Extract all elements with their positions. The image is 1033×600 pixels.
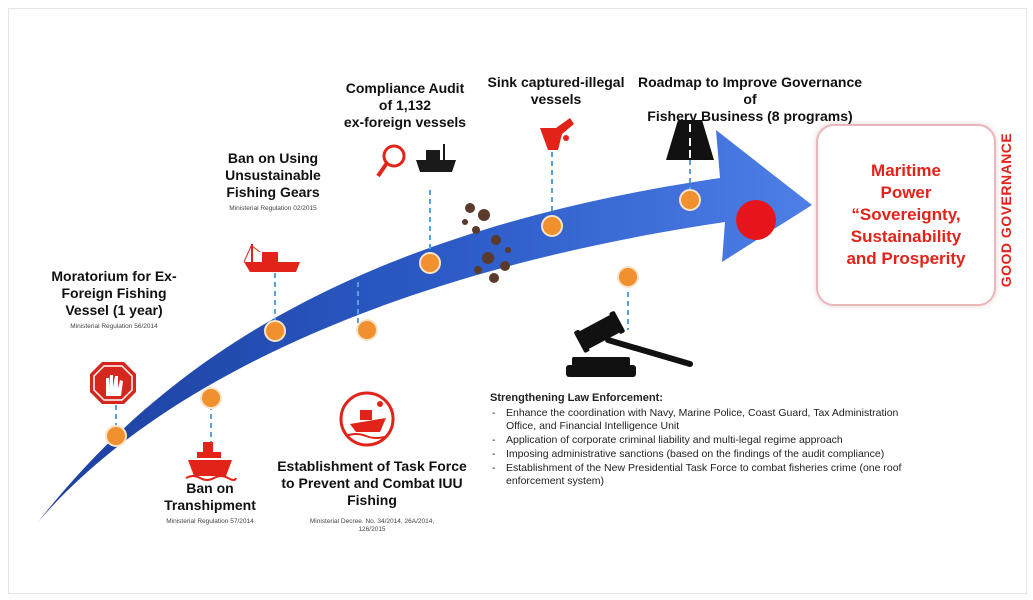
connector-lines — [115, 152, 691, 444]
sink-line-2: vessels — [530, 91, 582, 107]
gavel-icon — [566, 311, 693, 377]
moratorium-label: Moratorium for Ex- Foreign Fishing Vesse… — [48, 268, 180, 319]
audit-line-1: Compliance Audit — [345, 80, 465, 96]
audit-line-2: of 1,132 — [378, 97, 432, 113]
moratorium-line-2: Foreign Fishing — [61, 285, 167, 301]
task-force-label: Establishment of Task Force to Prevent a… — [272, 458, 472, 509]
task-force-regulation-line-1: Ministerial Decree. No. 34/2014, 26A/201… — [309, 518, 435, 525]
roadmap-label: Roadmap to Improve Governance of Fishery… — [630, 74, 870, 125]
audit-line-3: ex-foreign vessels — [343, 114, 467, 130]
fishing-gears-line-2: Unsustainable — [225, 167, 321, 183]
goal-line-4: Sustainability — [850, 227, 962, 246]
task-force-line-3: Fishing — [347, 492, 397, 508]
fishing-gears-line-1: Ban on Using — [227, 150, 319, 166]
law-enforcement-item: Enhance the coordination with Navy, Mari… — [490, 407, 920, 433]
trawler-icon — [243, 243, 300, 272]
stop-hand-icon — [90, 362, 136, 404]
task-force-ship-icon — [339, 391, 395, 447]
sink-line-1: Sink captured-illegal — [487, 74, 625, 90]
fishing-gears-label: Ban on Using Unsustainable Fishing Gears — [208, 150, 338, 201]
law-enforcement-heading: Strengthening Law Enforcement: — [490, 392, 663, 404]
fishing-gears-line-3: Fishing Gears — [226, 184, 320, 200]
timeline-nodes — [105, 189, 701, 447]
debris-icon — [462, 203, 511, 283]
task-force-regulation: Ministerial Decree. No. 34/2014, 26A/201… — [282, 518, 462, 534]
law-enforcement-item: Imposing administrative sanctions (based… — [490, 448, 920, 461]
fishing-gears-regulation: Ministerial Regulation 02/2015 — [229, 205, 317, 212]
goal-node — [736, 200, 776, 240]
goal-box: Maritime Power “Sovereignty, Sustainabil… — [816, 124, 996, 306]
law-enforcement-list: Enhance the coordination with Navy, Mari… — [490, 407, 920, 488]
sinking-ship-icon — [540, 118, 574, 150]
magnifier-ship-icon — [376, 144, 456, 178]
task-force-line-1: Establishment of Task Force — [277, 458, 467, 474]
transhipment-regulation: Ministerial Regulation 57/2014 — [166, 518, 254, 525]
moratorium-line-3: Vessel (1 year) — [65, 302, 163, 318]
roadmap-line-1: Roadmap to Improve Governance of — [637, 74, 863, 107]
law-enforcement-block: Strengthening Law Enforcement: Enhance t… — [490, 392, 920, 489]
moratorium-regulation: Ministerial Regulation 56/2014 — [70, 323, 158, 330]
goal-line-3: “Sovereignty, — [851, 205, 961, 224]
transhipment-line-1: Ban on — [186, 480, 234, 496]
good-governance-text: GOOD GOVERNANCE — [998, 132, 1014, 288]
goal-line-2: Power — [880, 183, 932, 202]
timeline-arrow — [38, 130, 812, 522]
goal-line-5: and Prosperity — [846, 249, 966, 268]
sink-label: Sink captured-illegal vessels — [478, 74, 634, 108]
transhipment-line-2: Transhipment — [164, 497, 256, 513]
roadmap-line-2: Fishery Business (8 programs) — [647, 108, 853, 124]
moratorium-line-1: Moratorium for Ex- — [51, 268, 177, 284]
audit-label: Compliance Audit of 1,132 ex-foreign ves… — [330, 80, 480, 131]
goal-line-1: Maritime — [871, 161, 941, 180]
task-force-regulation-line-2: 126/2015 — [358, 526, 386, 533]
ship-icon — [185, 442, 237, 481]
transhipment-label: Ban on Transhipment — [150, 480, 270, 514]
road-icon — [666, 120, 714, 160]
law-enforcement-item: Establishment of the New Presidential Ta… — [490, 462, 920, 488]
task-force-line-2: to Prevent and Combat IUU — [281, 475, 463, 491]
law-enforcement-item: Application of corporate criminal liabil… — [490, 434, 920, 447]
